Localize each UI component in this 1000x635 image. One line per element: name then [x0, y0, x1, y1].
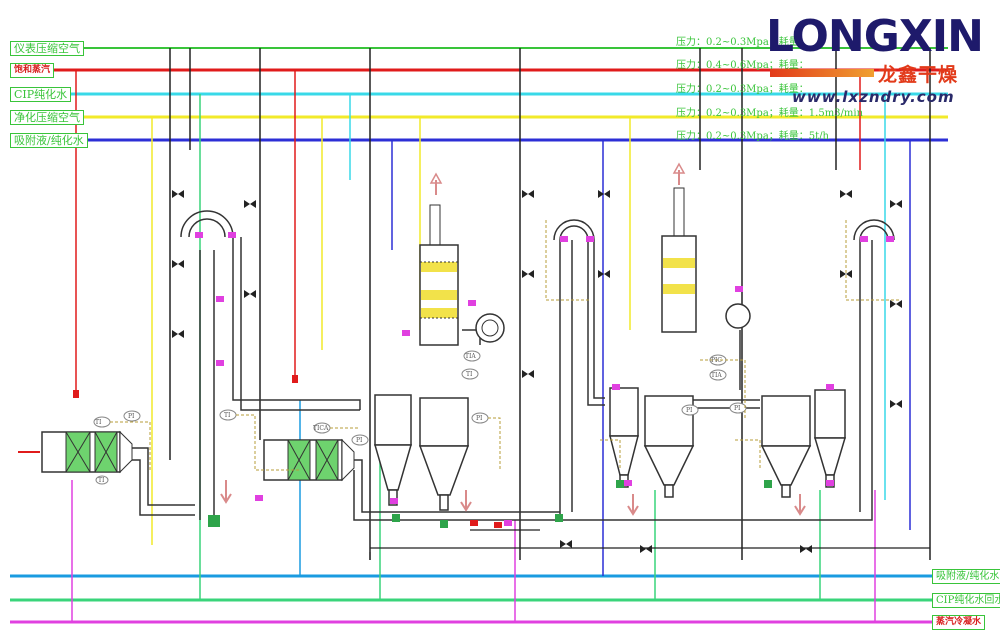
valves-black — [172, 190, 902, 553]
scrubber-tower-2 — [661, 162, 751, 333]
tag-pi-2: PI — [356, 437, 363, 444]
tag-pi-5: PI — [734, 405, 741, 412]
cyclone-right-2 — [813, 389, 847, 488]
company-logo: LONGXIN 龙鑫干燥 www.lxzndry.com — [766, 14, 988, 114]
spec-clean-air: 压力：0.2~0.3Mpa；耗量：1.5m3/min — [676, 108, 864, 119]
air-heater-2 — [263, 438, 355, 482]
signal-lines — [110, 220, 900, 471]
valves-magenta — [195, 232, 894, 526]
logo-brand: LONGXIN — [766, 11, 984, 62]
logo-url: www.lxzndry.com — [792, 88, 955, 106]
tag-tia-1: TIA — [465, 353, 476, 360]
tag-pi-4: PI — [686, 407, 693, 414]
label-return-liquid: 吸附液/纯化水 — [932, 569, 1000, 584]
spec-instrument-air: 压力：0.2~0.3Mpa；耗量： — [676, 37, 809, 48]
label-condensate: 蒸汽冷凝水 — [932, 615, 986, 630]
spec-steam: 压力：0.4~0.6Mpa；耗量： — [676, 60, 809, 71]
process-ducts — [132, 210, 895, 521]
valves-red — [73, 375, 502, 528]
tag-pic: PIC — [711, 357, 722, 364]
cyclone-mid-1 — [609, 387, 639, 488]
logo-accent-bar — [770, 69, 874, 77]
label-cip-water: CIP纯化水 — [10, 87, 72, 102]
tag-pi-1: PI — [128, 413, 135, 420]
bottom-collection — [369, 529, 930, 560]
discharge-arrows — [220, 480, 806, 516]
spec-adsorption-liquid: 压力：0.2~0.3Mpa；耗量：5t/h — [676, 131, 829, 142]
cyclone-left-2 — [418, 397, 470, 511]
cyclone-mid-2 — [643, 395, 695, 498]
tag-ti-1: TI — [95, 419, 102, 426]
logo-brand-cn: 龙鑫干燥 — [878, 64, 959, 86]
tag-tica: TICA — [313, 425, 329, 432]
label-steam: 饱和蒸汽 — [10, 63, 55, 78]
scrubber-tower-1 — [419, 172, 505, 346]
air-heater-1 — [18, 430, 133, 474]
tag-ti-2: TI — [224, 412, 231, 419]
spec-cip-water: 压力：0.2~0.3Mpa；耗量： — [676, 84, 809, 95]
cyclone-right-1 — [760, 395, 812, 498]
label-cip-return: CIP纯化水回水 — [932, 593, 1000, 608]
label-instrument-air: 仪表压缩空气 — [10, 41, 84, 56]
cyclone-left-1 — [374, 394, 412, 506]
tag-pi-3: PI — [476, 415, 483, 422]
tag-ti-4: TI — [98, 477, 105, 484]
valves-green — [208, 480, 772, 528]
tag-tia-2: TIA — [711, 372, 722, 379]
label-adsorption-liquid: 吸附液/纯化水 — [10, 133, 88, 148]
instrument-bubbles — [93, 350, 747, 485]
label-clean-air: 净化压缩空气 — [10, 110, 84, 125]
vertical-droplines — [71, 48, 931, 622]
tag-ti-3: TI — [466, 371, 473, 378]
